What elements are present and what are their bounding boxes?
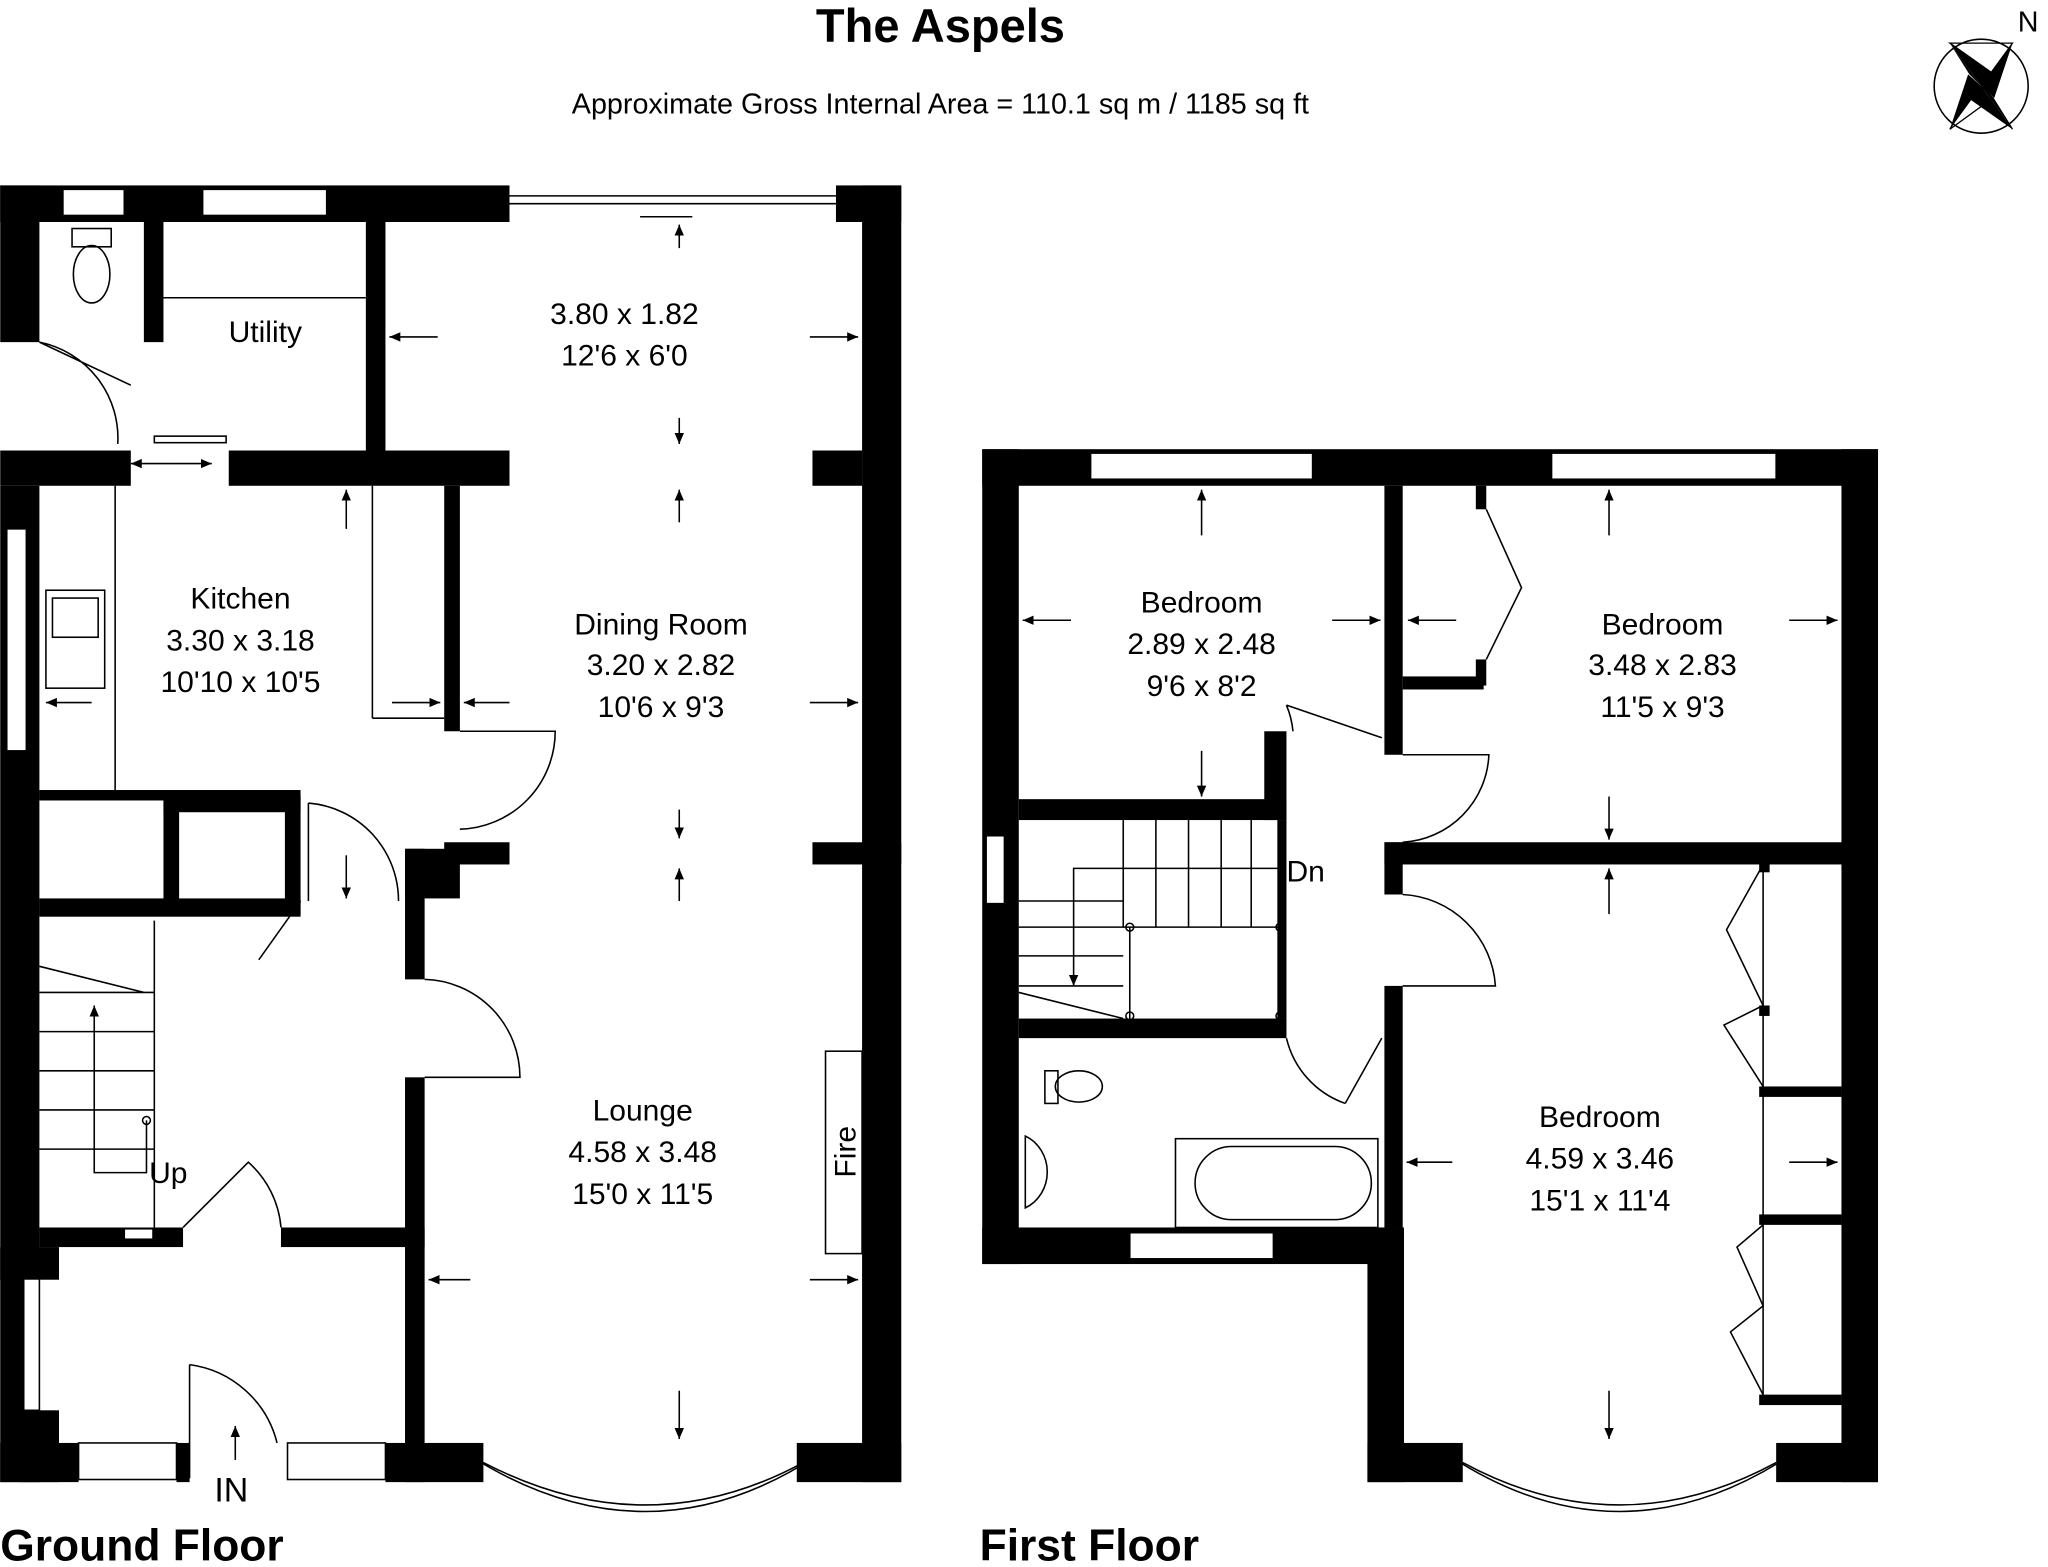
svg-text:Bedroom: Bedroom: [1602, 609, 1724, 642]
first-floor-label: First Floor: [980, 1521, 1199, 1567]
svg-text:4.59 x 3.46: 4.59 x 3.46: [1526, 1143, 1675, 1176]
first-floor-plan: Dn Bedroom 2.89 x 2.48 9'6 x 8'2: [982, 449, 1879, 1513]
compass-north-label: N: [2018, 6, 2039, 38]
ground-floor-plan: Fire: [0, 185, 902, 1513]
dimension-arrows: [45, 215, 859, 1440]
svg-text:3.80 x 1.82: 3.80 x 1.82: [550, 298, 699, 331]
stairs-down: [1018, 820, 1287, 1039]
room-dining: Dining Room 3.20 x 2.82 10'6 x 9'3: [574, 609, 748, 724]
svg-text:3.48 x 2.83: 3.48 x 2.83: [1588, 649, 1737, 682]
entrance-label: IN: [214, 1472, 248, 1510]
svg-text:11'5 x 9'3: 11'5 x 9'3: [1600, 691, 1724, 724]
stairs-down-label: Dn: [1286, 855, 1324, 888]
plan-title: The Aspels: [816, 0, 1065, 52]
svg-text:15'1 x 11'4: 15'1 x 11'4: [1529, 1185, 1670, 1218]
fire-label: Fire: [830, 1126, 863, 1178]
svg-text:Dining Room: Dining Room: [574, 609, 748, 642]
room-kitchen: Kitchen 3.30 x 3.18 10'10 x 10'5: [160, 583, 320, 700]
svg-text:Kitchen: Kitchen: [190, 583, 290, 616]
svg-text:Bedroom: Bedroom: [1141, 586, 1263, 619]
dimension-arrows-first: [1022, 489, 1838, 1440]
ground-floor-label: Ground Floor: [0, 1521, 283, 1567]
gross-area: Approximate Gross Internal Area = 110.1 …: [572, 89, 1309, 121]
svg-text:15'0 x 11'5: 15'0 x 11'5: [572, 1178, 713, 1211]
svg-text:10'6 x 9'3: 10'6 x 9'3: [598, 691, 725, 724]
room-lounge: Lounge 4.58 x 3.48 15'0 x 11'5: [568, 1094, 717, 1211]
room-bedroom-1: Bedroom 2.89 x 2.48 9'6 x 8'2: [1127, 586, 1276, 703]
compass-icon: N: [1933, 6, 2039, 134]
svg-text:4.58 x 3.48: 4.58 x 3.48: [568, 1136, 717, 1169]
svg-text:12'6 x 6'0: 12'6 x 6'0: [561, 340, 688, 373]
room-utility: Utility: [229, 316, 302, 349]
room-bedroom-2: Bedroom 3.48 x 2.83 11'5 x 9'3: [1588, 609, 1737, 724]
svg-text:Lounge: Lounge: [593, 1094, 693, 1127]
stairs-up: [39, 920, 156, 1228]
svg-text:9'6 x 8'2: 9'6 x 8'2: [1147, 670, 1257, 703]
room-conservatory: 3.80 x 1.82 12'6 x 6'0: [550, 298, 699, 373]
svg-text:3.30 x 3.18: 3.30 x 3.18: [166, 624, 315, 657]
room-bedroom-3: Bedroom 4.59 x 3.46 15'1 x 11'4: [1526, 1101, 1675, 1218]
svg-text:10'10 x 10'5: 10'10 x 10'5: [160, 666, 320, 699]
svg-text:Bedroom: Bedroom: [1539, 1101, 1661, 1134]
wardrobes: [1722, 861, 1842, 1406]
stairs-up-label: Up: [149, 1157, 187, 1190]
svg-text:3.20 x 2.82: 3.20 x 2.82: [587, 649, 736, 682]
bathroom-fixtures: [1024, 1069, 1379, 1229]
svg-text:2.89 x 2.48: 2.89 x 2.48: [1127, 628, 1276, 661]
